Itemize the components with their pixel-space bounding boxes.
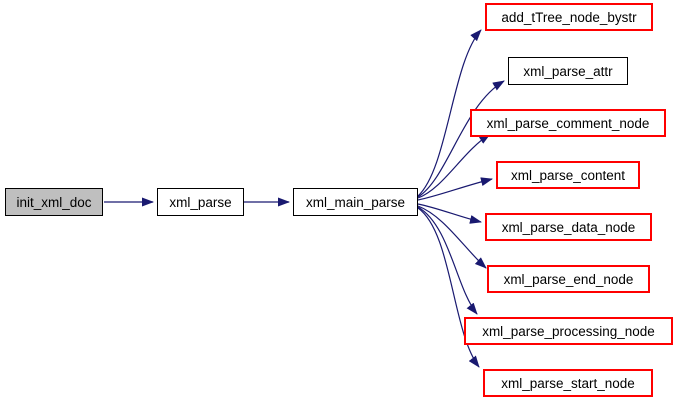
edge-xml-main-parse-to-xml-parse-start-node xyxy=(417,207,480,368)
node-xml-parse[interactable]: xml_parse xyxy=(157,188,244,216)
node-add-ttree-node-bystr[interactable]: add_tTree_node_bystr xyxy=(485,3,653,31)
node-xml-parse-attr[interactable]: xml_parse_attr xyxy=(508,57,628,85)
edge-xml-main-parse-to-xml-parse-processing-node xyxy=(417,206,478,315)
node-init-xml-doc: init_xml_doc xyxy=(5,188,103,216)
node-xml-parse-end-node[interactable]: xml_parse_end_node xyxy=(487,265,650,293)
node-xml-parse-start-node[interactable]: xml_parse_start_node xyxy=(483,369,653,397)
edge-xml-main-parse-to-xml-parse-data-node xyxy=(417,203,482,224)
node-xml-main-parse[interactable]: xml_main_parse xyxy=(293,188,418,216)
node-xml-parse-processing-node[interactable]: xml_parse_processing_node xyxy=(464,317,673,345)
node-xml-parse-comment-node[interactable]: xml_parse_comment_node xyxy=(470,109,666,137)
edge-xml-main-parse-to-xml-parse-end-node xyxy=(417,205,487,269)
edge-xml-main-parse-to-xml-parse-attr xyxy=(417,80,505,198)
edge-xml-main-parse-to-xml-parse-comment-node xyxy=(417,133,491,199)
node-xml-parse-content[interactable]: xml_parse_content xyxy=(496,161,640,189)
edge-xml-main-parse-to-add-ttree-node-bystr xyxy=(417,29,482,197)
edge-xml-main-parse-to-xml-parse-content xyxy=(417,177,493,201)
node-xml-parse-data-node[interactable]: xml_parse_data_node xyxy=(485,213,652,241)
